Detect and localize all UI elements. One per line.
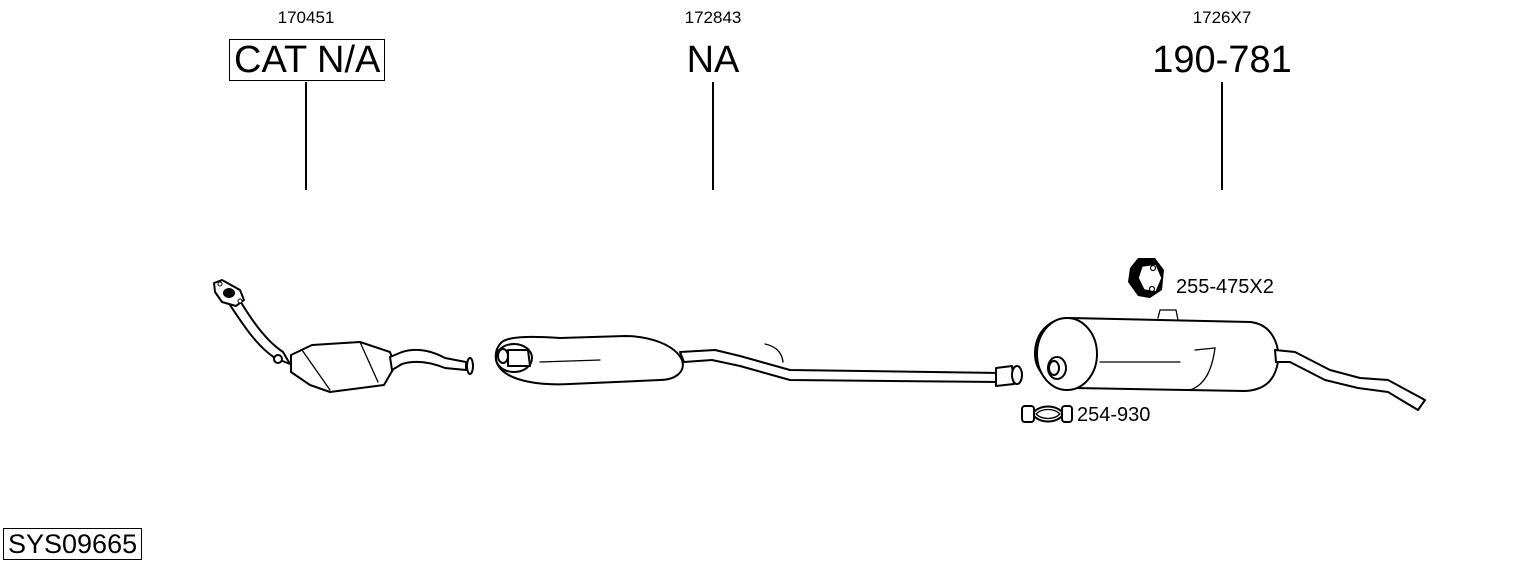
leader-line-rear xyxy=(1221,82,1223,190)
system-id-badge: SYS09665 xyxy=(3,528,143,561)
leader-line-middle xyxy=(712,82,714,190)
middle-silencer-icon xyxy=(494,335,1023,387)
part-ref-172843: 172843 xyxy=(684,8,742,27)
part-label-middle: NA xyxy=(686,39,740,81)
part-ref-170451: 170451 xyxy=(277,8,335,27)
part-label-cat: CAT N/A xyxy=(229,39,386,81)
accessory-label-clamp: 254-930 xyxy=(1077,404,1151,426)
clamp-icon xyxy=(1021,405,1073,423)
catalytic-converter-icon xyxy=(213,279,474,393)
part-ref-1726X7: 1726X7 xyxy=(1192,8,1252,27)
accessory-label-gasket: 255-475X2 xyxy=(1176,276,1274,298)
part-label-rear: 190-781 xyxy=(1152,39,1292,81)
gasket-icon xyxy=(1128,258,1164,298)
rear-silencer-icon xyxy=(1034,309,1426,411)
leader-line-cat xyxy=(305,82,307,190)
